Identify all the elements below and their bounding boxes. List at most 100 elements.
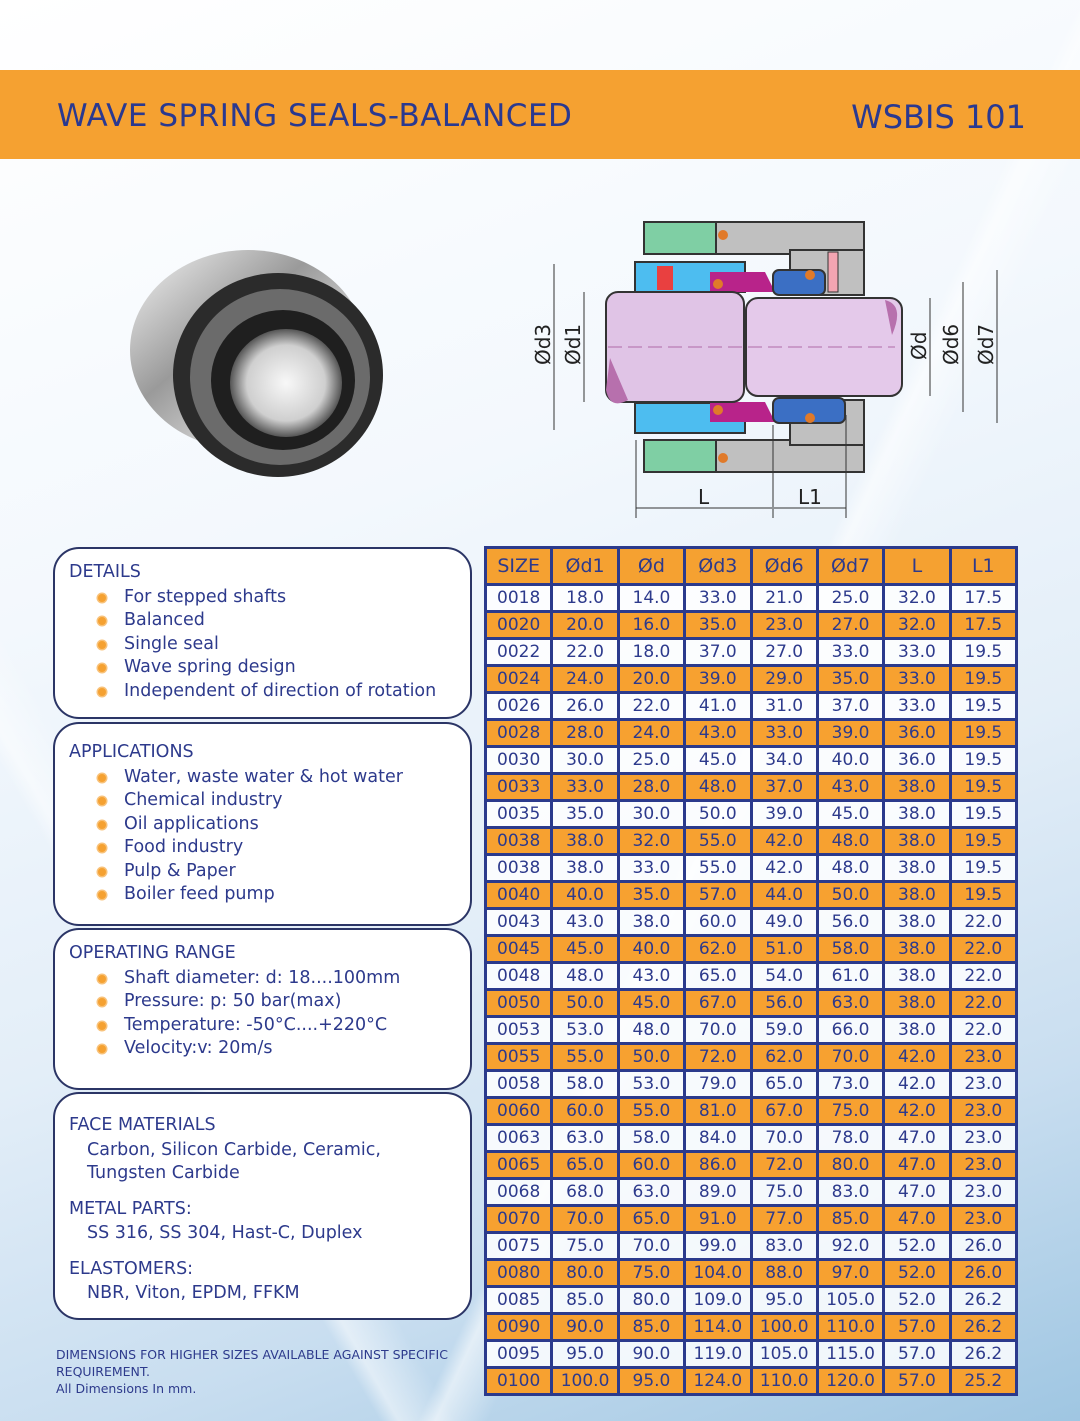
table-cell: 0050 (483, 988, 554, 1018)
table-cell: 57.0 (683, 880, 753, 910)
table-cell: 97.0 (815, 1258, 886, 1288)
table-cell: 23.0 (948, 1123, 1019, 1153)
table-cell: 95.0 (550, 1339, 620, 1369)
table-cell: 44.0 (749, 880, 819, 910)
table-cell: 0028 (483, 718, 554, 748)
table-cell: 25.2 (948, 1366, 1019, 1396)
table-cell: 16.0 (616, 610, 687, 640)
column-header: Ød (616, 546, 687, 586)
column-header: Ød3 (683, 546, 753, 586)
table-cell: 37.0 (749, 772, 819, 802)
table-cell: 61.0 (815, 961, 886, 991)
label-d: Ød (907, 332, 931, 360)
table-cell: 20.0 (616, 664, 687, 694)
table-cell: 30.0 (550, 745, 620, 775)
table-cell: 49.0 (749, 907, 819, 937)
table-cell: 67.0 (683, 988, 753, 1018)
table-cell: 62.0 (749, 1042, 819, 1072)
table-cell: 80.0 (550, 1258, 620, 1288)
table-cell: 124.0 (683, 1366, 753, 1396)
table-cell: 105.0 (815, 1285, 886, 1315)
table-cell: 22.0 (948, 1015, 1019, 1045)
label-d1: Ød1 (561, 324, 585, 365)
table-cell: 42.0 (749, 853, 819, 883)
table-cell: 66.0 (815, 1015, 886, 1045)
table-cell: 33.0 (815, 637, 886, 667)
table-cell: 0058 (483, 1069, 554, 1099)
table-cell: 23.0 (948, 1150, 1019, 1180)
table-cell: 119.0 (683, 1339, 753, 1369)
table-cell: 99.0 (683, 1231, 753, 1261)
footnote: DIMENSIONS FOR HIGHER SIZES AVAILABLE AG… (56, 1346, 456, 1397)
table-cell: 41.0 (683, 691, 753, 721)
table-cell: 50.0 (683, 799, 753, 829)
table-cell: 120.0 (815, 1366, 886, 1396)
table-cell: 38.0 (882, 961, 952, 991)
table-cell: 23.0 (948, 1204, 1019, 1234)
table-cell: 38.0 (882, 907, 952, 937)
table-cell: 33.0 (683, 583, 753, 613)
table-cell: 52.0 (882, 1285, 952, 1315)
table-cell: 23.0 (948, 1042, 1019, 1072)
table-cell: 31.0 (749, 691, 819, 721)
table-cell: 22.0 (616, 691, 687, 721)
table-cell: 38.0 (882, 853, 952, 883)
face-materials-text: Carbon, Silicon Carbide, Ceramic, Tungst… (87, 1139, 381, 1184)
column-header: SIZE (483, 546, 554, 586)
table-cell: 19.5 (948, 880, 1019, 910)
table-cell: 85.0 (550, 1285, 620, 1315)
table-cell: 104.0 (683, 1258, 753, 1288)
table-cell: 70.0 (616, 1231, 687, 1261)
table-cell: 53.0 (550, 1015, 620, 1045)
table-cell: 60.0 (616, 1150, 687, 1180)
applications-item: Food industry (97, 836, 456, 860)
applications-item: Pulp & Paper (97, 860, 456, 884)
table-cell: 40.0 (550, 880, 620, 910)
footnote-line1: DIMENSIONS FOR HIGHER SIZES AVAILABLE AG… (56, 1347, 448, 1379)
table-cell: 51.0 (749, 934, 819, 964)
table-cell: 45.0 (616, 988, 687, 1018)
table-cell: 29.0 (749, 664, 819, 694)
applications-title: APPLICATIONS (69, 742, 194, 762)
table-cell: 39.0 (815, 718, 886, 748)
table-cell: 0100 (483, 1366, 554, 1396)
table-cell: 78.0 (815, 1123, 886, 1153)
table-cell: 0038 (483, 853, 554, 883)
table-cell: 81.0 (683, 1096, 753, 1126)
elastomers-text: NBR, Viton, EPDM, FFKM (87, 1283, 300, 1303)
table-cell: 48.0 (616, 1015, 687, 1045)
table-cell: 48.0 (815, 826, 886, 856)
table-cell: 45.0 (683, 745, 753, 775)
table-cell: 48.0 (683, 772, 753, 802)
table-cell: 73.0 (815, 1069, 886, 1099)
operating-item: Pressure: p: 50 bar(max) (97, 990, 456, 1014)
table-cell: 79.0 (683, 1069, 753, 1099)
table-cell: 54.0 (749, 961, 819, 991)
metal-parts-title: METAL PARTS: (69, 1198, 192, 1219)
table-cell: 110.0 (749, 1366, 819, 1396)
table-cell: 43.0 (616, 961, 687, 991)
table-cell: 50.0 (616, 1042, 687, 1072)
table-cell: 0038 (483, 826, 554, 856)
table-cell: 55.0 (616, 1096, 687, 1126)
table-cell: 65.0 (616, 1204, 687, 1234)
table-cell: 38.0 (882, 799, 952, 829)
table-cell: 40.0 (616, 934, 687, 964)
table-cell: 24.0 (616, 718, 687, 748)
table-cell: 115.0 (815, 1339, 886, 1369)
table-cell: 27.0 (749, 637, 819, 667)
table-cell: 70.0 (749, 1123, 819, 1153)
table-cell: 65.0 (683, 961, 753, 991)
table-cell: 23.0 (948, 1096, 1019, 1126)
table-cell: 22.0 (948, 988, 1019, 1018)
table-cell: 75.0 (550, 1231, 620, 1261)
table-cell: 21.0 (749, 583, 819, 613)
table-cell: 25.0 (815, 583, 886, 613)
